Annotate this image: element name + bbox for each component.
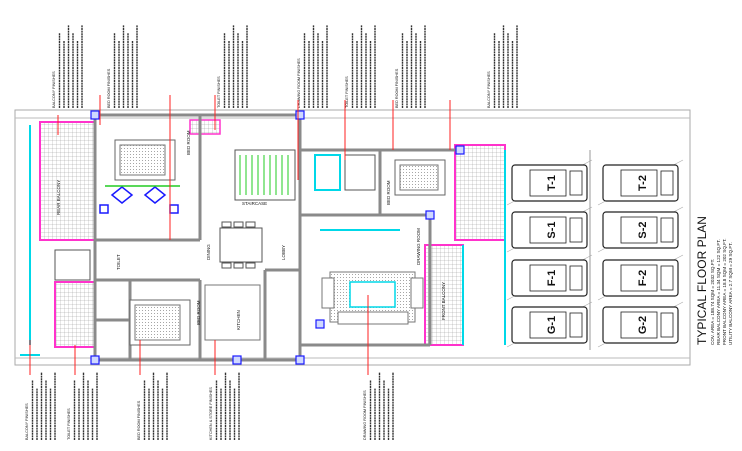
note-heading: KITCHEN & STORE FINISHES — [209, 387, 213, 440]
parking-label: S-2 — [637, 221, 649, 238]
dining-table — [219, 221, 263, 269]
car-icon — [602, 306, 679, 344]
kitchen-counter — [204, 284, 261, 341]
note-heading: TOILET FINISHES — [67, 408, 71, 440]
area-line: COV. AREA = 188.74 SQM = 2032 SQ.FT. — [710, 259, 715, 345]
parking-bay-s-2: S-2 — [597, 206, 684, 253]
room-label-bed1: BED ROOM — [186, 130, 191, 155]
room-label-drawing: DRAWING ROOM — [416, 228, 421, 265]
room-label-bed3: BED ROOM — [386, 180, 391, 205]
lift-shaft — [314, 154, 341, 191]
note-heading: BALCONY FINISHES — [52, 71, 56, 108]
car-icon — [511, 259, 588, 297]
note-heading: TOILET FINISHES — [217, 76, 221, 108]
parking-label: T-1 — [546, 175, 558, 191]
parking-bay-f-1: F-1 — [506, 254, 593, 301]
plan-title: TYPICAL FLOOR PLAN — [695, 216, 709, 345]
note-block: BALCONY FINISHES — [25, 372, 56, 440]
room-label-stair: STAIRCASE — [242, 201, 267, 206]
balcony-left-top — [39, 121, 96, 241]
study-furniture — [99, 186, 179, 214]
plot-boundary — [14, 109, 691, 366]
area-line: FRONT BALCONY AREA = 18.8 SQM = 202 SQ.F… — [722, 238, 727, 345]
parking-bay-f-2: F-2 — [597, 254, 684, 301]
parking-bay-g-1: G-1 — [506, 301, 593, 348]
room-label-bed2: BED ROOM — [196, 300, 201, 325]
balcony-small — [189, 119, 221, 135]
note-heading: DRAWING ROOM FINISHES — [363, 390, 367, 440]
leader-lines — [29, 95, 451, 375]
room-label-rear-balcony: REAR BALCONY — [56, 180, 61, 215]
note-heading: BALCONY FINISHES — [25, 403, 29, 440]
note-block: BED ROOM FINISHES — [395, 25, 426, 108]
dining-chair — [233, 262, 244, 269]
note-heading: BED ROOM FINISHES — [107, 68, 111, 108]
dining-chair — [221, 221, 232, 228]
notes-top: BALCONY FINISHES BED ROOM FINISHES TOILET … — [52, 25, 518, 108]
balcony-left-bottom — [54, 281, 96, 348]
toilet-block — [54, 249, 91, 281]
note-heading: BED ROOM FINISHES — [137, 400, 141, 440]
parking-label: G-1 — [546, 316, 558, 334]
note-heading: TOILET FINISHES — [345, 76, 349, 108]
note-heading: BALCONY FINISHES — [487, 71, 491, 108]
note-block: BALCONY FINISHES — [487, 25, 518, 108]
room-label-toilet: TOILET — [116, 254, 121, 270]
note-block: TOILET FINISHES — [217, 25, 248, 108]
note-block: DRAWING ROOM FINISHES — [363, 372, 394, 440]
dining-chair — [221, 262, 232, 269]
parking-bay-s-1: S-1 — [506, 206, 593, 253]
room-label-kitchen: KITCHEN — [236, 310, 241, 330]
car-icon — [602, 164, 679, 202]
columns — [90, 110, 465, 365]
note-block: BED ROOM FINISHES — [107, 25, 138, 108]
dining-chair — [245, 221, 256, 228]
bed — [114, 139, 176, 181]
room-labels: BED ROOM BED ROOM BED ROOM DINING DRAWIN… — [56, 130, 446, 330]
parking-bay-g-2: G-2 — [597, 301, 684, 348]
note-block: BED ROOM FINISHES — [137, 372, 168, 440]
room-label-front-balcony: FRONT BALCONY — [441, 282, 446, 320]
parking-bay-t-1: T-1 — [506, 159, 593, 206]
room-label-lobby: LOBBY — [281, 245, 286, 260]
parking-label: S-1 — [546, 221, 558, 238]
parking-bay-t-2: T-2 — [597, 159, 684, 206]
area-line: UTILITY BALCONY AREA = 2.7 SQM = 29 SQ.F… — [728, 242, 733, 345]
staircase — [234, 149, 296, 201]
area-table: COV. AREA = 188.74 SQM = 2032 SQ.FT. REA… — [710, 238, 733, 345]
toilet-block — [344, 154, 376, 191]
sofa-set — [321, 271, 424, 325]
note-block: BALCONY FINISHES — [52, 25, 83, 108]
note-block: TOILET FINISHES — [345, 25, 376, 108]
parking-area: T-1 T-2S-1 S-2F-1 F-2G-1 G-2 — [506, 150, 684, 350]
notes-bottom: BALCONY FINISHES TOILET FINISHES BED ROOM … — [25, 372, 394, 440]
windows — [20, 125, 506, 356]
dining-chair — [245, 262, 256, 269]
note-block: KITCHEN & STORE FINISHES — [209, 372, 240, 440]
bed — [394, 159, 446, 196]
car-icon — [511, 306, 588, 344]
parking-label: F-2 — [637, 270, 649, 287]
note-block: DRAWING ROOM FINISHES — [297, 25, 328, 108]
parking-label: G-2 — [637, 316, 649, 334]
bed — [129, 299, 191, 346]
room-label-dining: DINING — [206, 244, 211, 260]
parking-label: F-1 — [546, 270, 558, 287]
balcony-right-top — [454, 144, 506, 241]
dining-chair — [233, 221, 244, 228]
car-icon — [511, 211, 588, 249]
car-icon — [602, 211, 679, 249]
car-icon — [602, 259, 679, 297]
car-icon — [511, 164, 588, 202]
area-line: REAR BALCONY AREA = 11.34 SQM = 122 SQ.F… — [716, 239, 721, 345]
note-block: TOILET FINISHES — [67, 372, 98, 440]
note-heading: BED ROOM FINISHES — [395, 68, 399, 108]
parking-label: T-2 — [637, 175, 649, 191]
note-heading: DRAWING ROOM FINISHES — [297, 58, 301, 108]
